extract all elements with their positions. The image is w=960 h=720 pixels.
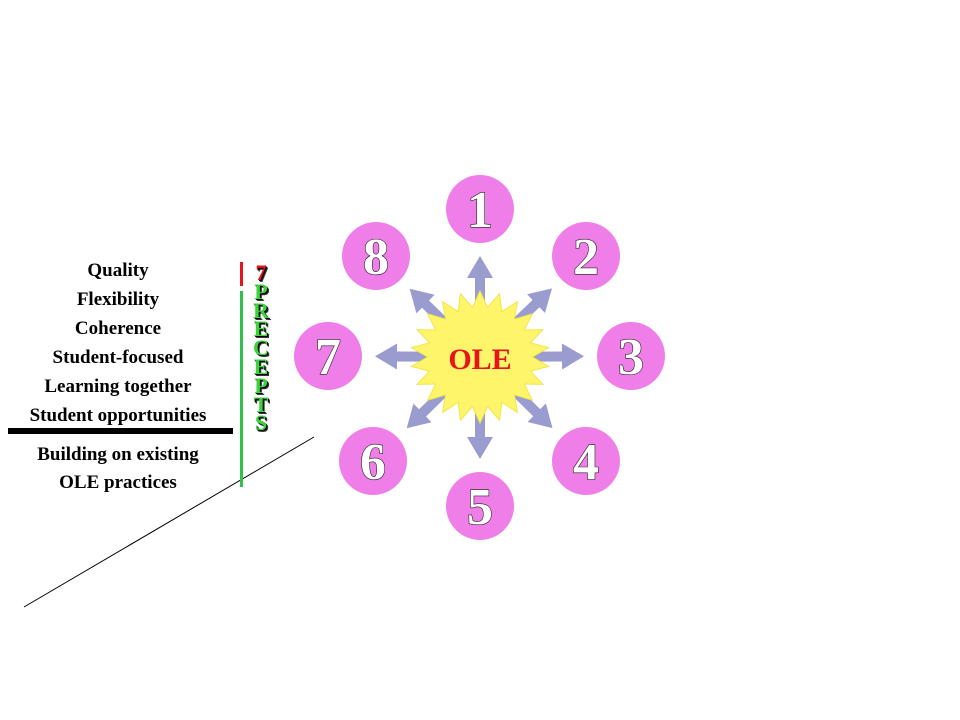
red-marker-bar [240,262,243,286]
node-circle [339,427,407,495]
vertical-letter: P [254,372,268,398]
ole-starburst [410,289,550,425]
extra-precept: Building on existing OLE practices [0,441,236,497]
node-circle [342,222,410,290]
vertical-word-7-precepts: 7 P R E C E P T S [249,260,273,436]
node-label: 5 [467,479,493,536]
arrow [375,343,448,370]
node-label: 2 [573,229,599,286]
node-4: 4 [552,427,620,495]
node-circle [597,322,665,390]
node-label: 3 [618,329,644,386]
precept-item-coherence: Coherence [74,318,162,339]
diagonal-line [23,436,315,608]
vertical-letter: R [253,297,269,323]
precept-item-quality: Quality [87,260,149,281]
vertical-number: 7 [255,260,267,285]
node-label: 6 [360,434,386,491]
node-8: 8 [342,222,410,290]
precept-item-student-opportunities: Student opportunities [29,405,207,426]
vertical-letter: E [253,353,269,379]
extra-line-2: OLE practices [59,472,177,493]
precept-item-learning-together: Learning together [44,376,192,397]
node-circle [446,472,514,540]
node-circle [446,175,514,243]
node-label: 4 [573,434,599,491]
vertical-letter: T [253,391,269,417]
center-label-ole: OLE [448,343,511,376]
node-3: 3 [597,322,665,390]
node-circle [552,222,620,290]
node-6: 6 [339,427,407,495]
node-label: 8 [363,229,389,286]
node-group: 1 234 5 678 [294,175,665,540]
node-7: 7 [294,322,362,390]
node-1: 1 [446,175,514,243]
precept-item-student-focused: Student-focused [52,347,184,368]
node-circle [552,427,620,495]
node-label: 7 [315,329,341,386]
vertical-letter: C [253,335,269,361]
node-2: 2 [552,222,620,290]
vertical-letter: S [254,410,268,436]
divider-bar [8,428,233,434]
node-circle [294,322,362,390]
vertical-letter: P [254,278,268,304]
extra-line-1: Building on existing [37,444,199,465]
node-5: 5 [446,472,514,540]
arrow [512,343,584,370]
precept-item-flexibility: Flexibility [76,289,160,310]
node-label: 1 [467,182,493,239]
vertical-letter: E [253,316,269,342]
green-marker-bar [240,291,243,487]
precept-list: Quality Flexibility Coherence Student-fo… [0,256,236,430]
